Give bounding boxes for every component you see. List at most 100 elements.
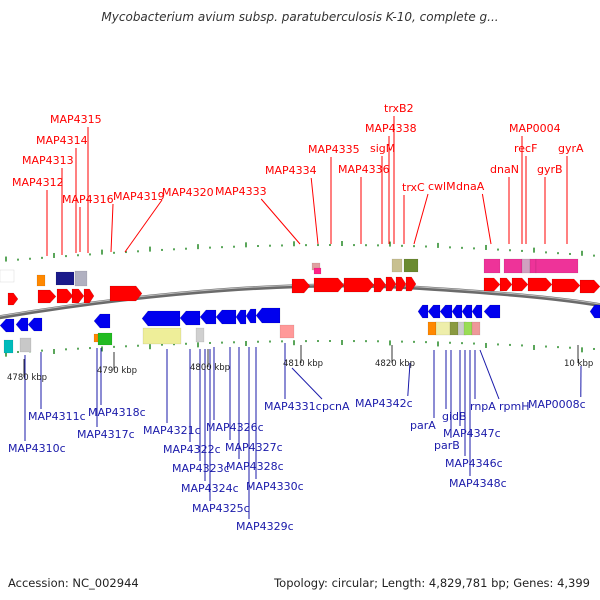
gene-feature[interactable] [427,321,437,336]
reverse-gene-arrow[interactable] [245,308,257,324]
gene-label-map4330c[interactable]: MAP4330c [246,480,304,493]
gene-feature[interactable] [529,258,537,274]
gene-feature[interactable] [403,258,419,273]
gene-label-map4313[interactable]: MAP4313 [22,154,74,167]
gene-label-map4331c[interactable]: MAP4331c [264,400,322,413]
gene-feature[interactable] [483,258,501,274]
gene-label-map4329c[interactable]: MAP4329c [236,520,294,533]
gene-label-map4342c[interactable]: MAP4342c [355,397,413,410]
gene-label-map4320[interactable]: MAP4320 [162,186,214,199]
reverse-gene-arrow[interactable] [199,309,217,325]
gene-feature[interactable] [55,271,75,286]
gene-label-rpmh[interactable]: rpmH [499,400,530,413]
reverse-gene-arrow[interactable] [483,304,501,319]
gene-label-map4347c[interactable]: MAP4347c [443,427,501,440]
forward-gene-arrow[interactable] [511,277,529,292]
gene-feature[interactable] [195,327,205,343]
gene-label-map4324c[interactable]: MAP4324c [181,482,239,495]
gene-label-map4326c[interactable]: MAP4326c [206,421,264,434]
gene-label-map0004[interactable]: MAP0004 [509,122,561,135]
gene-label-map4334[interactable]: MAP4334 [265,164,317,177]
gene-label-map4322c[interactable]: MAP4322c [163,443,221,456]
gene-label-dnaa[interactable]: dnaA [456,180,485,193]
forward-gene-arrow[interactable] [83,288,95,304]
gene-label-map4348c[interactable]: MAP4348c [449,477,507,490]
reverse-gene-arrow[interactable] [27,317,43,332]
reverse-gene-arrow[interactable] [427,304,441,319]
gene-label-map4318c[interactable]: MAP4318c [88,406,146,419]
gene-feature[interactable] [471,321,481,336]
gene-feature[interactable] [449,321,459,336]
gene-label-map4321c[interactable]: MAP4321c [143,424,201,437]
forward-gene-arrow[interactable] [7,292,19,306]
gene-feature[interactable] [391,258,403,273]
gene-label-recf[interactable]: recF [514,142,537,155]
gene-label-parb[interactable]: parB [434,439,460,452]
gene-label-map4327c[interactable]: MAP4327c [225,441,283,454]
gene-feature[interactable] [435,321,451,336]
forward-gene-arrow[interactable] [109,285,143,302]
gene-feature[interactable] [503,258,523,274]
reverse-gene-arrow[interactable] [0,318,15,333]
gene-feature[interactable] [19,337,32,353]
gene-feature[interactable] [521,258,531,274]
gene-feature[interactable] [36,274,46,287]
gene-feature[interactable] [0,269,15,283]
reverse-gene-arrow[interactable] [471,304,483,319]
reverse-gene-arrow[interactable] [215,309,237,325]
gene-feature[interactable] [74,270,88,287]
reverse-gene-arrow[interactable] [141,310,181,327]
forward-gene-arrow[interactable] [291,278,311,294]
reverse-gene-arrow[interactable] [255,307,281,324]
forward-gene-arrow[interactable] [71,288,85,304]
gene-label-map4333[interactable]: MAP4333 [215,185,267,198]
gene-label-gidb[interactable]: gidB [442,410,467,423]
gene-label-map4325c[interactable]: MAP4325c [192,502,250,515]
gene-label-map4319[interactable]: MAP4319 [113,190,165,203]
forward-gene-arrow[interactable] [551,278,581,293]
forward-gene-arrow[interactable] [343,277,375,293]
forward-gene-arrow[interactable] [483,277,501,292]
gene-label-pcna[interactable]: pcnA [322,400,350,413]
gene-label-dnan[interactable]: dnaN [490,163,519,176]
gene-label-map4315[interactable]: MAP4315 [50,113,102,126]
gene-label-map4317c[interactable]: MAP4317c [77,428,135,441]
gene-label-map4312[interactable]: MAP4312 [12,176,64,189]
reverse-gene-arrow[interactable] [451,304,463,319]
gene-label-trxc[interactable]: trxC [402,181,425,194]
reverse-gene-arrow[interactable] [179,310,201,326]
gene-label-map0008c[interactable]: MAP0008c [528,398,586,411]
forward-gene-arrow[interactable] [579,279,600,294]
forward-gene-arrow[interactable] [56,288,74,304]
forward-gene-arrow[interactable] [405,276,417,292]
forward-gene-arrow[interactable] [313,277,345,293]
gene-feature[interactable] [463,321,473,336]
reverse-gene-arrow[interactable] [461,304,473,319]
gene-label-map4310c[interactable]: MAP4310c [8,442,66,455]
gene-label-map4311c[interactable]: MAP4311c [28,410,86,423]
gene-feature[interactable] [3,339,14,354]
gene-label-map4336[interactable]: MAP4336 [338,163,390,176]
gene-features[interactable] [0,258,600,354]
forward-gene-arrow[interactable] [499,277,513,292]
reverse-gene-arrow[interactable] [15,317,29,332]
gene-label-map4328c[interactable]: MAP4328c [226,460,284,473]
forward-gene-arrow[interactable] [37,289,57,304]
reverse-gene-arrow[interactable] [589,304,600,319]
gene-label-gyra[interactable]: gyrA [558,142,584,155]
gene-label-gyrb[interactable]: gyrB [537,163,563,176]
gene-label-map4323c[interactable]: MAP4323c [172,462,230,475]
forward-gene-arrow[interactable] [395,276,407,292]
reverse-gene-arrow[interactable] [93,313,111,329]
gene-label-sigm[interactable]: sigM [370,142,395,155]
gene-label-map4346c[interactable]: MAP4346c [445,457,503,470]
gene-feature[interactable] [535,258,579,274]
gene-label-map4338[interactable]: MAP4338 [365,122,417,135]
gene-label-rnpa[interactable]: rnpA [470,400,496,413]
forward-gene-arrow[interactable] [527,277,553,292]
forward-gene-arrow[interactable] [385,276,397,292]
reverse-gene-arrow[interactable] [439,304,453,319]
gene-label-map4316[interactable]: MAP4316 [62,193,114,206]
